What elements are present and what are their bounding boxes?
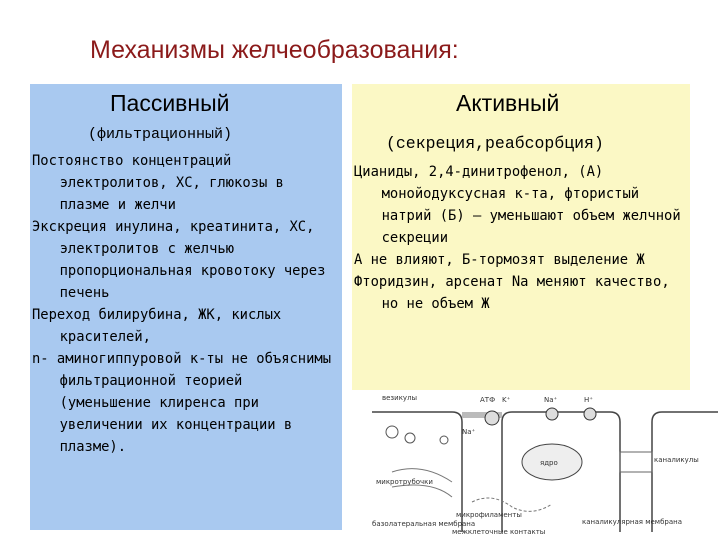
label-k: K⁺	[502, 396, 511, 404]
active-item: А не влияют, Б-тормозят выделение Ж	[354, 252, 645, 268]
cell-membrane-middle	[501, 411, 621, 532]
label-intercellular-contacts: межклеточные контакты	[452, 528, 545, 536]
label-microfilaments: микрофиламенты	[456, 511, 522, 519]
passive-heading: Пассивный	[110, 90, 230, 116]
label-atp: АТФ	[480, 396, 495, 404]
label-nucleus: ядро	[540, 459, 558, 467]
active-item: Фторидзин, арсенат Na меняют качество, н…	[354, 274, 670, 312]
label-canaliculi: каналикулы	[654, 456, 699, 464]
h-transporter	[583, 407, 597, 421]
vesicle	[385, 425, 399, 439]
active-list: Цианиды, 2,4-динитрофенол, (А) монойодук…	[354, 161, 690, 315]
hepatocyte-diagram: везикулы АТФ K⁺ Na⁺ H⁺ Na⁺ ядро каналику…	[352, 392, 720, 540]
cell-membrane-left	[372, 411, 463, 532]
atp-pump	[484, 410, 500, 426]
cell-membrane-right	[651, 411, 718, 532]
microtubules	[391, 468, 453, 498]
hepatocyte-diagram-svg: везикулы АТФ K⁺ Na⁺ H⁺ Na⁺ ядро каналику…	[372, 394, 718, 536]
label-h: H⁺	[584, 396, 593, 404]
label-canalicular-membrane: каналикулярная мембрана	[582, 518, 682, 526]
active-panel: Активный (секреция,реабсорбция)	[352, 84, 690, 390]
label-microtubules: микротрубочки	[376, 478, 433, 486]
vesicle	[439, 435, 449, 445]
passive-item: Экскреция инулина, креатинита, ХС, элект…	[32, 219, 326, 301]
passive-list: Постоянство концентраций электролитов, Х…	[32, 150, 340, 458]
active-heading: Активный	[456, 90, 560, 116]
nucleus	[521, 443, 583, 481]
active-subheading: (секреция,реабсорбция)	[386, 134, 604, 153]
label-basolateral-membrane: базолатеральная мембрана	[372, 520, 475, 528]
active-item: Цианиды, 2,4-динитрофенол, (А) монойодук…	[354, 164, 681, 246]
na-transporter	[545, 407, 559, 421]
passive-subheading: (фильтрационный)	[88, 126, 233, 143]
passive-panel: Пассивный (фильтрационный)	[30, 84, 342, 530]
label-vesicles: везикулы	[382, 394, 417, 402]
canaliculus	[462, 412, 502, 418]
microfilaments	[471, 497, 553, 512]
passive-item: n- аминогиппуровой к-ты не объяснимы фил…	[32, 351, 332, 455]
passive-item: Постоянство концентраций электролитов, Х…	[32, 153, 284, 213]
label-na-top: Na⁺	[544, 396, 558, 404]
passive-item: Переход билирубина, ЖК, кислых красителе…	[32, 307, 282, 345]
vesicle	[404, 432, 416, 444]
label-na-inner: Na⁺	[462, 428, 476, 436]
canaliculus-right	[619, 451, 653, 473]
slide-title: Механизмы желчеобразования:	[90, 36, 459, 64]
